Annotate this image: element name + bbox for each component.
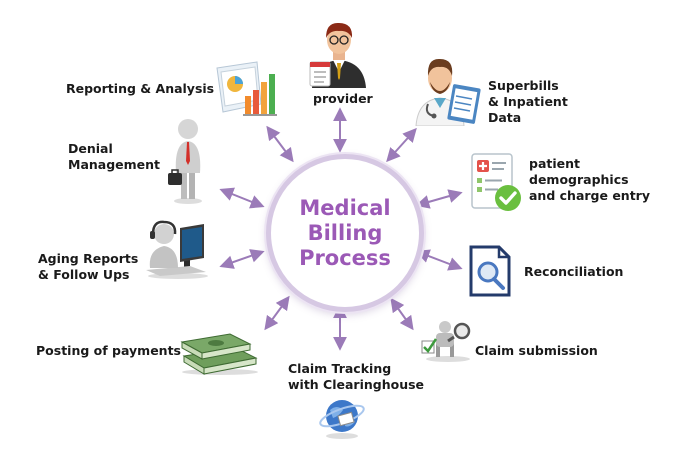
hub-circle: Medical Billing Process — [266, 154, 424, 312]
claim-search-icon — [421, 321, 471, 362]
label-reconciliation: Reconciliation — [524, 264, 624, 279]
provider-icon — [309, 22, 366, 88]
spoke-aging — [219, 249, 265, 269]
label-provider: provider — [313, 91, 373, 106]
label-claim-tracking: Claim Tracking with Clearinghouse — [288, 361, 425, 392]
label-aging: Aging Reports & Follow Ups — [38, 251, 139, 282]
label-claim-submission: Claim submission — [475, 343, 598, 358]
support-agent-icon — [146, 220, 208, 279]
spoke-denial — [219, 187, 265, 209]
spoke-demographics — [415, 189, 463, 209]
label-superbills: Superbills & Inpatient Data — [488, 78, 568, 125]
spoke-reporting — [266, 125, 294, 163]
spoke-claim-submission — [390, 297, 414, 331]
label-reporting: Reporting & Analysis — [66, 81, 215, 96]
checklist-icon — [471, 153, 521, 211]
spoke-reconciliation — [415, 249, 463, 271]
globe-icon — [319, 400, 365, 439]
spoke-superbills — [386, 127, 417, 163]
magnifier-document-icon — [469, 245, 511, 297]
businessman-icon — [168, 119, 202, 204]
doctor-clipboard-icon — [415, 58, 481, 126]
money-stack-icon — [180, 333, 258, 375]
spoke-posting — [264, 295, 290, 331]
label-posting: Posting of payments — [36, 343, 181, 358]
label-demographics: patient demographics and charge entry — [529, 156, 650, 203]
label-denial: Denial Management — [68, 141, 161, 172]
report-chart-icon — [216, 61, 277, 116]
hub-title: Medical Billing Process — [299, 195, 391, 270]
